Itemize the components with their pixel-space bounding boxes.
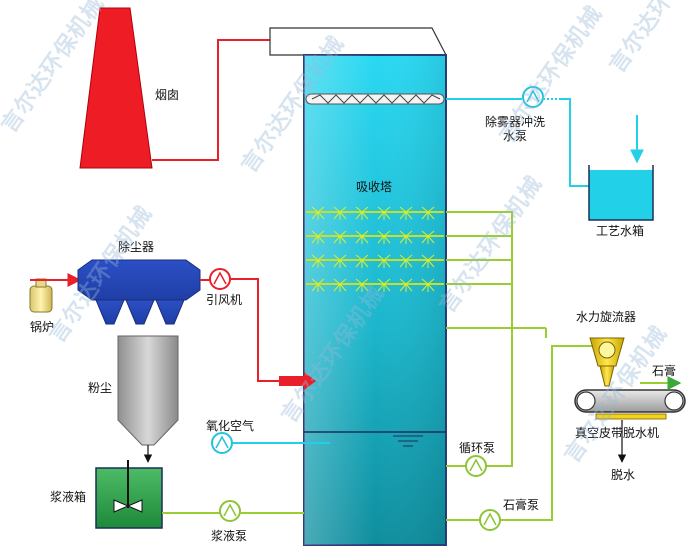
spray-nozzle (399, 206, 413, 220)
label-vacuum-belt-filter: 真空皮带脱水机 (575, 426, 660, 440)
spray-levels (306, 206, 444, 292)
spray-nozzle (421, 230, 435, 244)
flue-pipe-to-chimney (152, 39, 270, 161)
label-gypsum-pump: 石膏泵 (503, 498, 540, 512)
spray-nozzle (421, 278, 435, 292)
spray-nozzle (355, 254, 369, 268)
spray-nozzle (377, 278, 391, 292)
demister-zigzag (311, 94, 441, 104)
label-demister-wash-pump: 除雾器冲洗 水泵 (485, 115, 546, 143)
spray-nozzle (377, 254, 391, 268)
spray-nozzle (421, 254, 435, 268)
agitator-icon (113, 460, 143, 513)
spray-nozzle (311, 254, 325, 268)
slurry-pump (219, 500, 241, 522)
spray-nozzle (311, 278, 325, 292)
label-dust: 粉尘 (88, 381, 113, 395)
circulation-pump (465, 455, 487, 477)
spray-nozzle (311, 206, 325, 220)
hydrocyclone-cone (599, 365, 615, 387)
gypsum-pump (479, 509, 501, 531)
spray-nozzle (399, 254, 413, 268)
fan-to-tower-flue (230, 278, 280, 382)
label-dust-collector: 除尘器 (118, 240, 155, 254)
spray-nozzle (311, 230, 325, 244)
label-gypsum: 石膏 (652, 364, 677, 378)
flue-inlet-arrow (279, 372, 316, 390)
label-circulation-pump: 循环泵 (459, 441, 496, 455)
label-slurry-pump: 浆液泵 (211, 529, 248, 543)
tower-outlet-duct (269, 27, 447, 56)
hydrocyclone-inlet (598, 341, 616, 359)
spray-nozzle (333, 230, 347, 244)
label-slurry-tank: 浆液箱 (50, 490, 87, 504)
label-process-water-tank: 工艺水箱 (596, 224, 645, 238)
spray-nozzle (377, 230, 391, 244)
demister-wash-pump (522, 86, 544, 108)
spray-nozzle (333, 254, 347, 268)
spray-nozzle (333, 206, 347, 220)
label-hydrocyclone: 水力旋流器 (576, 310, 637, 324)
label-dewater: 脱水 (611, 468, 636, 482)
spray-nozzle (333, 278, 347, 292)
spray-nozzle (355, 278, 369, 292)
spray-nozzle (399, 278, 413, 292)
pump-to-tank-pipe (560, 98, 590, 187)
dust-collector (77, 259, 201, 301)
spray-nozzle (355, 206, 369, 220)
label-boiler: 锅炉 (30, 320, 55, 334)
boiler-icon (29, 278, 53, 313)
label-chimney: 烟囱 (155, 88, 180, 102)
spray-nozzle (377, 206, 391, 220)
label-induced-draft-fan: 引风机 (206, 293, 243, 307)
liquid-level-symbol (393, 435, 423, 447)
process-water-tank (588, 165, 654, 221)
oxidation-air-blower (211, 432, 233, 454)
dust-silo (117, 335, 179, 446)
gypsum-piping (446, 327, 592, 521)
process-water-tank-water (589, 170, 653, 220)
spray-nozzle (399, 230, 413, 244)
dust-collector-hoppers (95, 299, 185, 325)
circulation-piping (446, 211, 513, 467)
tower-shading (304, 55, 446, 545)
label-oxidation-air: 氧化空气 (206, 419, 255, 433)
spray-nozzle (355, 230, 369, 244)
chimney (79, 7, 153, 169)
label-absorber: 吸收塔 (356, 180, 393, 194)
vacuum-belt-filter (574, 389, 686, 420)
spray-nozzle (421, 206, 435, 220)
